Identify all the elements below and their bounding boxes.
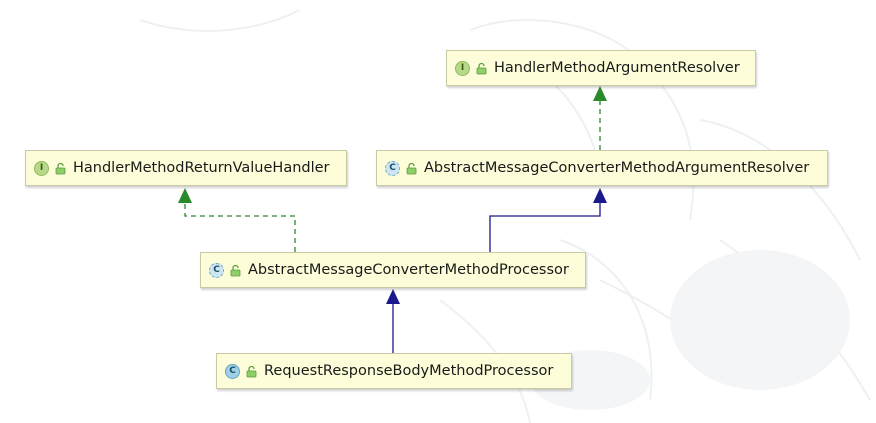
public-lock-icon (406, 162, 417, 174)
interface-icon: I (34, 160, 49, 176)
node-label: HandlerMethodArgumentResolver (494, 59, 740, 76)
node-abstract-message-converter-method-processor[interactable]: C AbstractMessageConverterMethodProcesso… (200, 252, 586, 288)
node-handler-method-return-value-handler[interactable]: I HandlerMethodReturnValueHandler (25, 150, 347, 186)
node-label: RequestResponseBodyMethodProcessor (264, 362, 554, 379)
node-handler-method-argument-resolver[interactable]: I HandlerMethodArgumentResolver (446, 50, 756, 86)
node-abstract-message-converter-method-argument-resolver[interactable]: C AbstractMessageConverterMethodArgument… (376, 150, 828, 186)
public-lock-icon (476, 62, 487, 74)
node-label: HandlerMethodReturnValueHandler (73, 159, 330, 176)
public-lock-icon (230, 264, 241, 276)
class-icon: C (225, 363, 240, 379)
node-request-response-body-method-processor[interactable]: C RequestResponseBodyMethodProcessor (216, 353, 572, 389)
public-lock-icon (55, 162, 66, 174)
abstract-class-icon: C (209, 262, 224, 278)
abstract-class-icon: C (385, 160, 400, 176)
public-lock-icon (246, 365, 257, 377)
node-label: AbstractMessageConverterMethodArgumentRe… (424, 159, 810, 176)
interface-icon: I (455, 60, 470, 76)
node-label: AbstractMessageConverterMethodProcessor (248, 261, 569, 278)
